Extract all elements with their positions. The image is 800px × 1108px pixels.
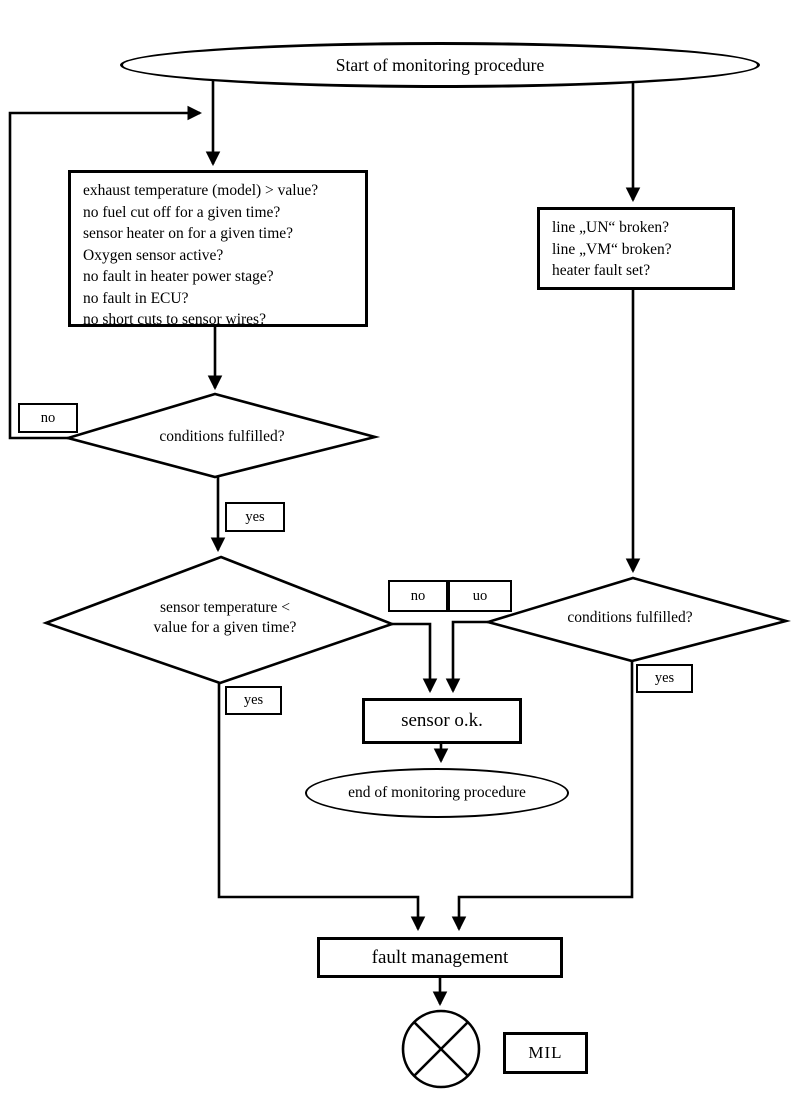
branch-label-yes-1: yes — [225, 502, 285, 532]
end-terminator: end of monitoring procedure — [305, 768, 569, 818]
check-line: no fault in ECU? — [83, 289, 189, 307]
check-line: no short cuts to sensor wires? — [83, 311, 266, 328]
check-line: no fuel cut off for a given time? — [83, 203, 281, 221]
arrow-decision3-no-to-sensor-ok — [445, 620, 488, 694]
mil-label: MIL — [528, 1043, 563, 1062]
decision1-label: conditions fulfilled? — [159, 428, 285, 445]
branch-label-no-mid: no — [388, 580, 448, 612]
fault-management-label: fault management — [371, 946, 509, 968]
check-line: Oxygen sensor active? — [83, 246, 224, 264]
check-line: heater fault set? — [552, 262, 651, 279]
decision-diamond-1 — [63, 392, 381, 479]
fault-management-box: fault management — [317, 937, 563, 978]
branch-label-no-loop: no — [18, 403, 78, 433]
mil-label-box: MIL — [503, 1032, 588, 1074]
line-checks-box: line „UN“ broken? line „VM“ broken? heat… — [537, 207, 735, 290]
branch-label-uo-mid: uo — [448, 580, 512, 612]
decision2-label: sensor temperature < value for a given t… — [115, 598, 335, 638]
mil-lamp-icon — [401, 1009, 481, 1089]
check-line: exhaust temperature (model) > value? — [83, 182, 319, 199]
arrow-decision2-no-to-sensor-ok — [392, 622, 438, 694]
arrow-decision3-yes-to-fault — [451, 661, 634, 932]
branch-label-yes-3: yes — [636, 664, 693, 693]
check-line: sensor heater on for a given time? — [83, 225, 294, 242]
decision-diamond-2 — [42, 555, 396, 685]
start-terminator-label: Start of monitoring procedure — [335, 54, 545, 75]
arrow-decision2-yes-to-fault — [217, 683, 426, 932]
sensor-ok-box: sensor o.k. — [362, 698, 522, 744]
decision3-label: conditions fulfilled? — [567, 609, 693, 626]
end-terminator-label: end of monitoring procedure — [348, 784, 526, 801]
check-line: line „VM“ broken? — [552, 240, 672, 258]
arrow-no-loopback — [8, 105, 203, 440]
decision2-label-line2: value for a given time? — [153, 619, 297, 636]
checks-box: exhaust temperature (model) > value? no … — [68, 170, 368, 328]
branch-label-yes-2: yes — [225, 686, 282, 715]
decision2-label-line1: sensor temperature < — [159, 599, 291, 616]
sensor-ok-label: sensor o.k. — [401, 710, 483, 731]
check-line: no fault in heater power stage? — [83, 268, 274, 285]
decision-diamond-3 — [483, 576, 791, 663]
check-line: line „UN“ broken? — [552, 219, 670, 236]
start-terminator: Start of monitoring procedure — [120, 42, 760, 88]
